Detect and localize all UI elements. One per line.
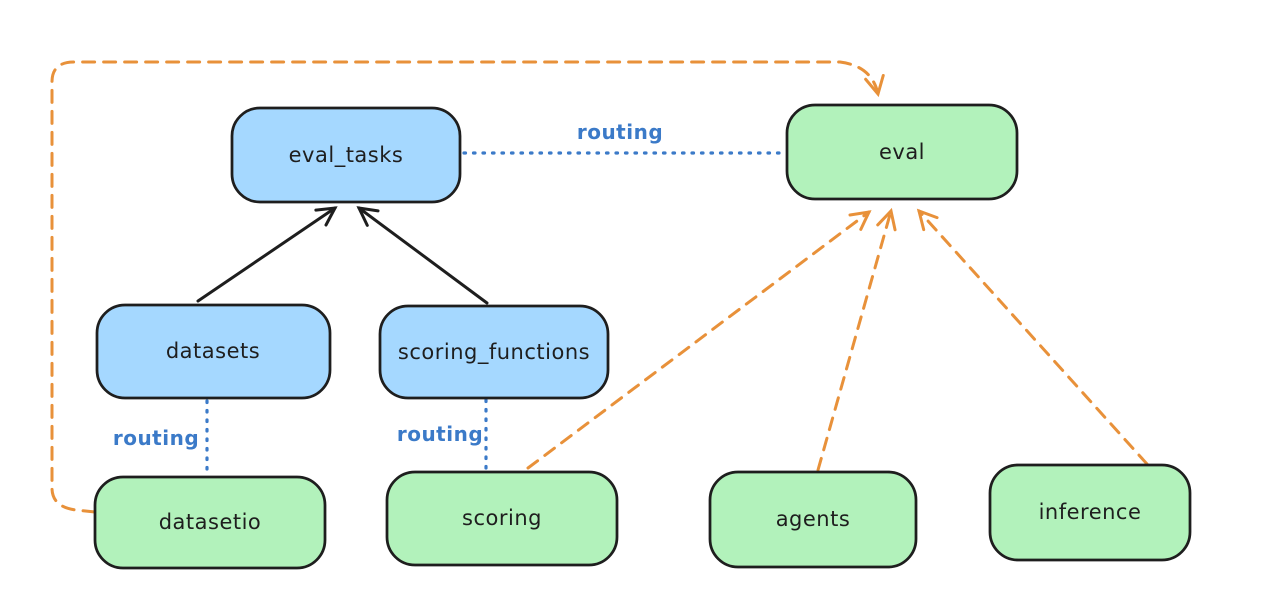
node-eval: eval [785, 103, 1019, 201]
node-datasetio-box [93, 475, 327, 570]
node-scoring: scoring [385, 470, 619, 567]
edge-scoring-to-eval-dashed [526, 210, 872, 470]
node-scoring-functions: scoring_functions [378, 304, 610, 400]
node-agents-label: agents [776, 507, 851, 531]
node-agents-box [708, 470, 918, 569]
edge-inference-to-eval-dashed [916, 208, 1149, 466]
node-scoring-label: scoring [462, 506, 542, 530]
node-datasetio: datasetio [93, 475, 327, 570]
node-datasets: datasets [95, 303, 332, 400]
edge-label-routing-left: routing [113, 426, 199, 450]
node-inference: inference [988, 463, 1192, 562]
node-eval-tasks-label: eval_tasks [289, 143, 404, 168]
node-datasetio-label: datasetio [159, 510, 262, 534]
node-datasets-label: datasets [166, 339, 260, 363]
edge-agents-to-eval-dashed [816, 207, 897, 472]
edge-datasetio-to-eval-dashed [50, 60, 885, 514]
node-scoring-box [385, 470, 619, 567]
edge-datasets-to-eval_tasks [196, 206, 338, 303]
node-scoring-functions-box [378, 304, 610, 400]
node-inference-label: inference [1039, 500, 1142, 524]
edge-label-routing-top: routing [577, 120, 663, 144]
edge-scoring_functions-to-eval_tasks [356, 206, 489, 305]
node-agents: agents [708, 470, 918, 569]
node-eval-label: eval [879, 140, 925, 164]
node-eval-box [785, 103, 1019, 201]
node-datasets-box [95, 303, 332, 400]
edge-label-routing-middle: routing [397, 422, 483, 446]
node-scoring-functions-label: scoring_functions [398, 340, 590, 365]
node-eval-tasks-box [230, 106, 462, 204]
node-eval-tasks: eval_tasks [230, 106, 462, 204]
node-inference-box [988, 463, 1192, 562]
